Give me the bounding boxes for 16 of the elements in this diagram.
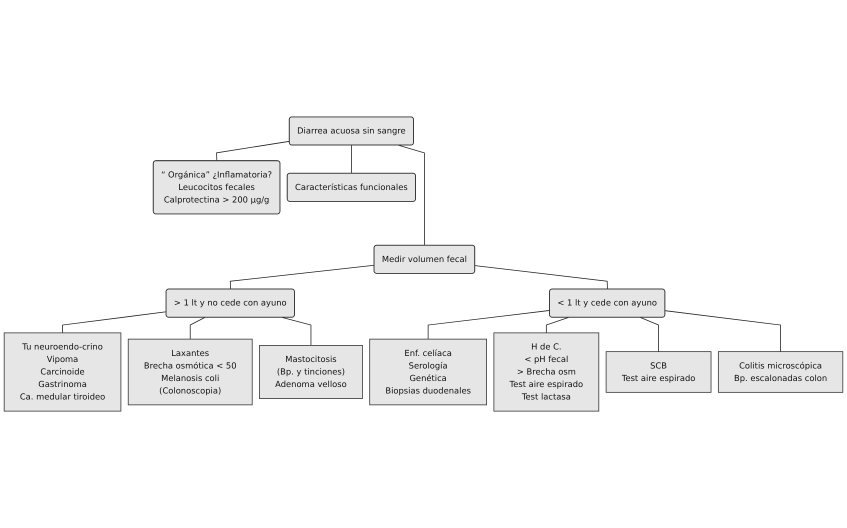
connector [230,264,375,290]
connector [428,310,550,340]
connector [216,140,290,162]
node-box: Laxantes Brecha osmótica < 50 Melanosis coli (Colonoscopia) [128,338,253,406]
node-box: SCB Test aire espirado [606,351,712,393]
node-box: Mastocitosis (Bp. y tinciones) Adenoma velloso [259,345,363,399]
node-box: Colitis microscópica Bp. escalonadas colon [718,351,844,393]
node-box: Enf. celíaca Serología Genética Biopsias duodenales [369,338,487,406]
connector [62,311,167,334]
connector [546,317,569,334]
connector [398,144,426,246]
connector [350,144,352,174]
node-box: Tu neuroendo-crino Vipoma Carcinoide Gastrinoma Ca. medular tiroideo [4,332,122,412]
connector [474,265,608,290]
node-box: H de C. < pH fecal > Brecha osm Test aire espirado Test lactasa [493,332,600,412]
connector [664,310,781,352]
